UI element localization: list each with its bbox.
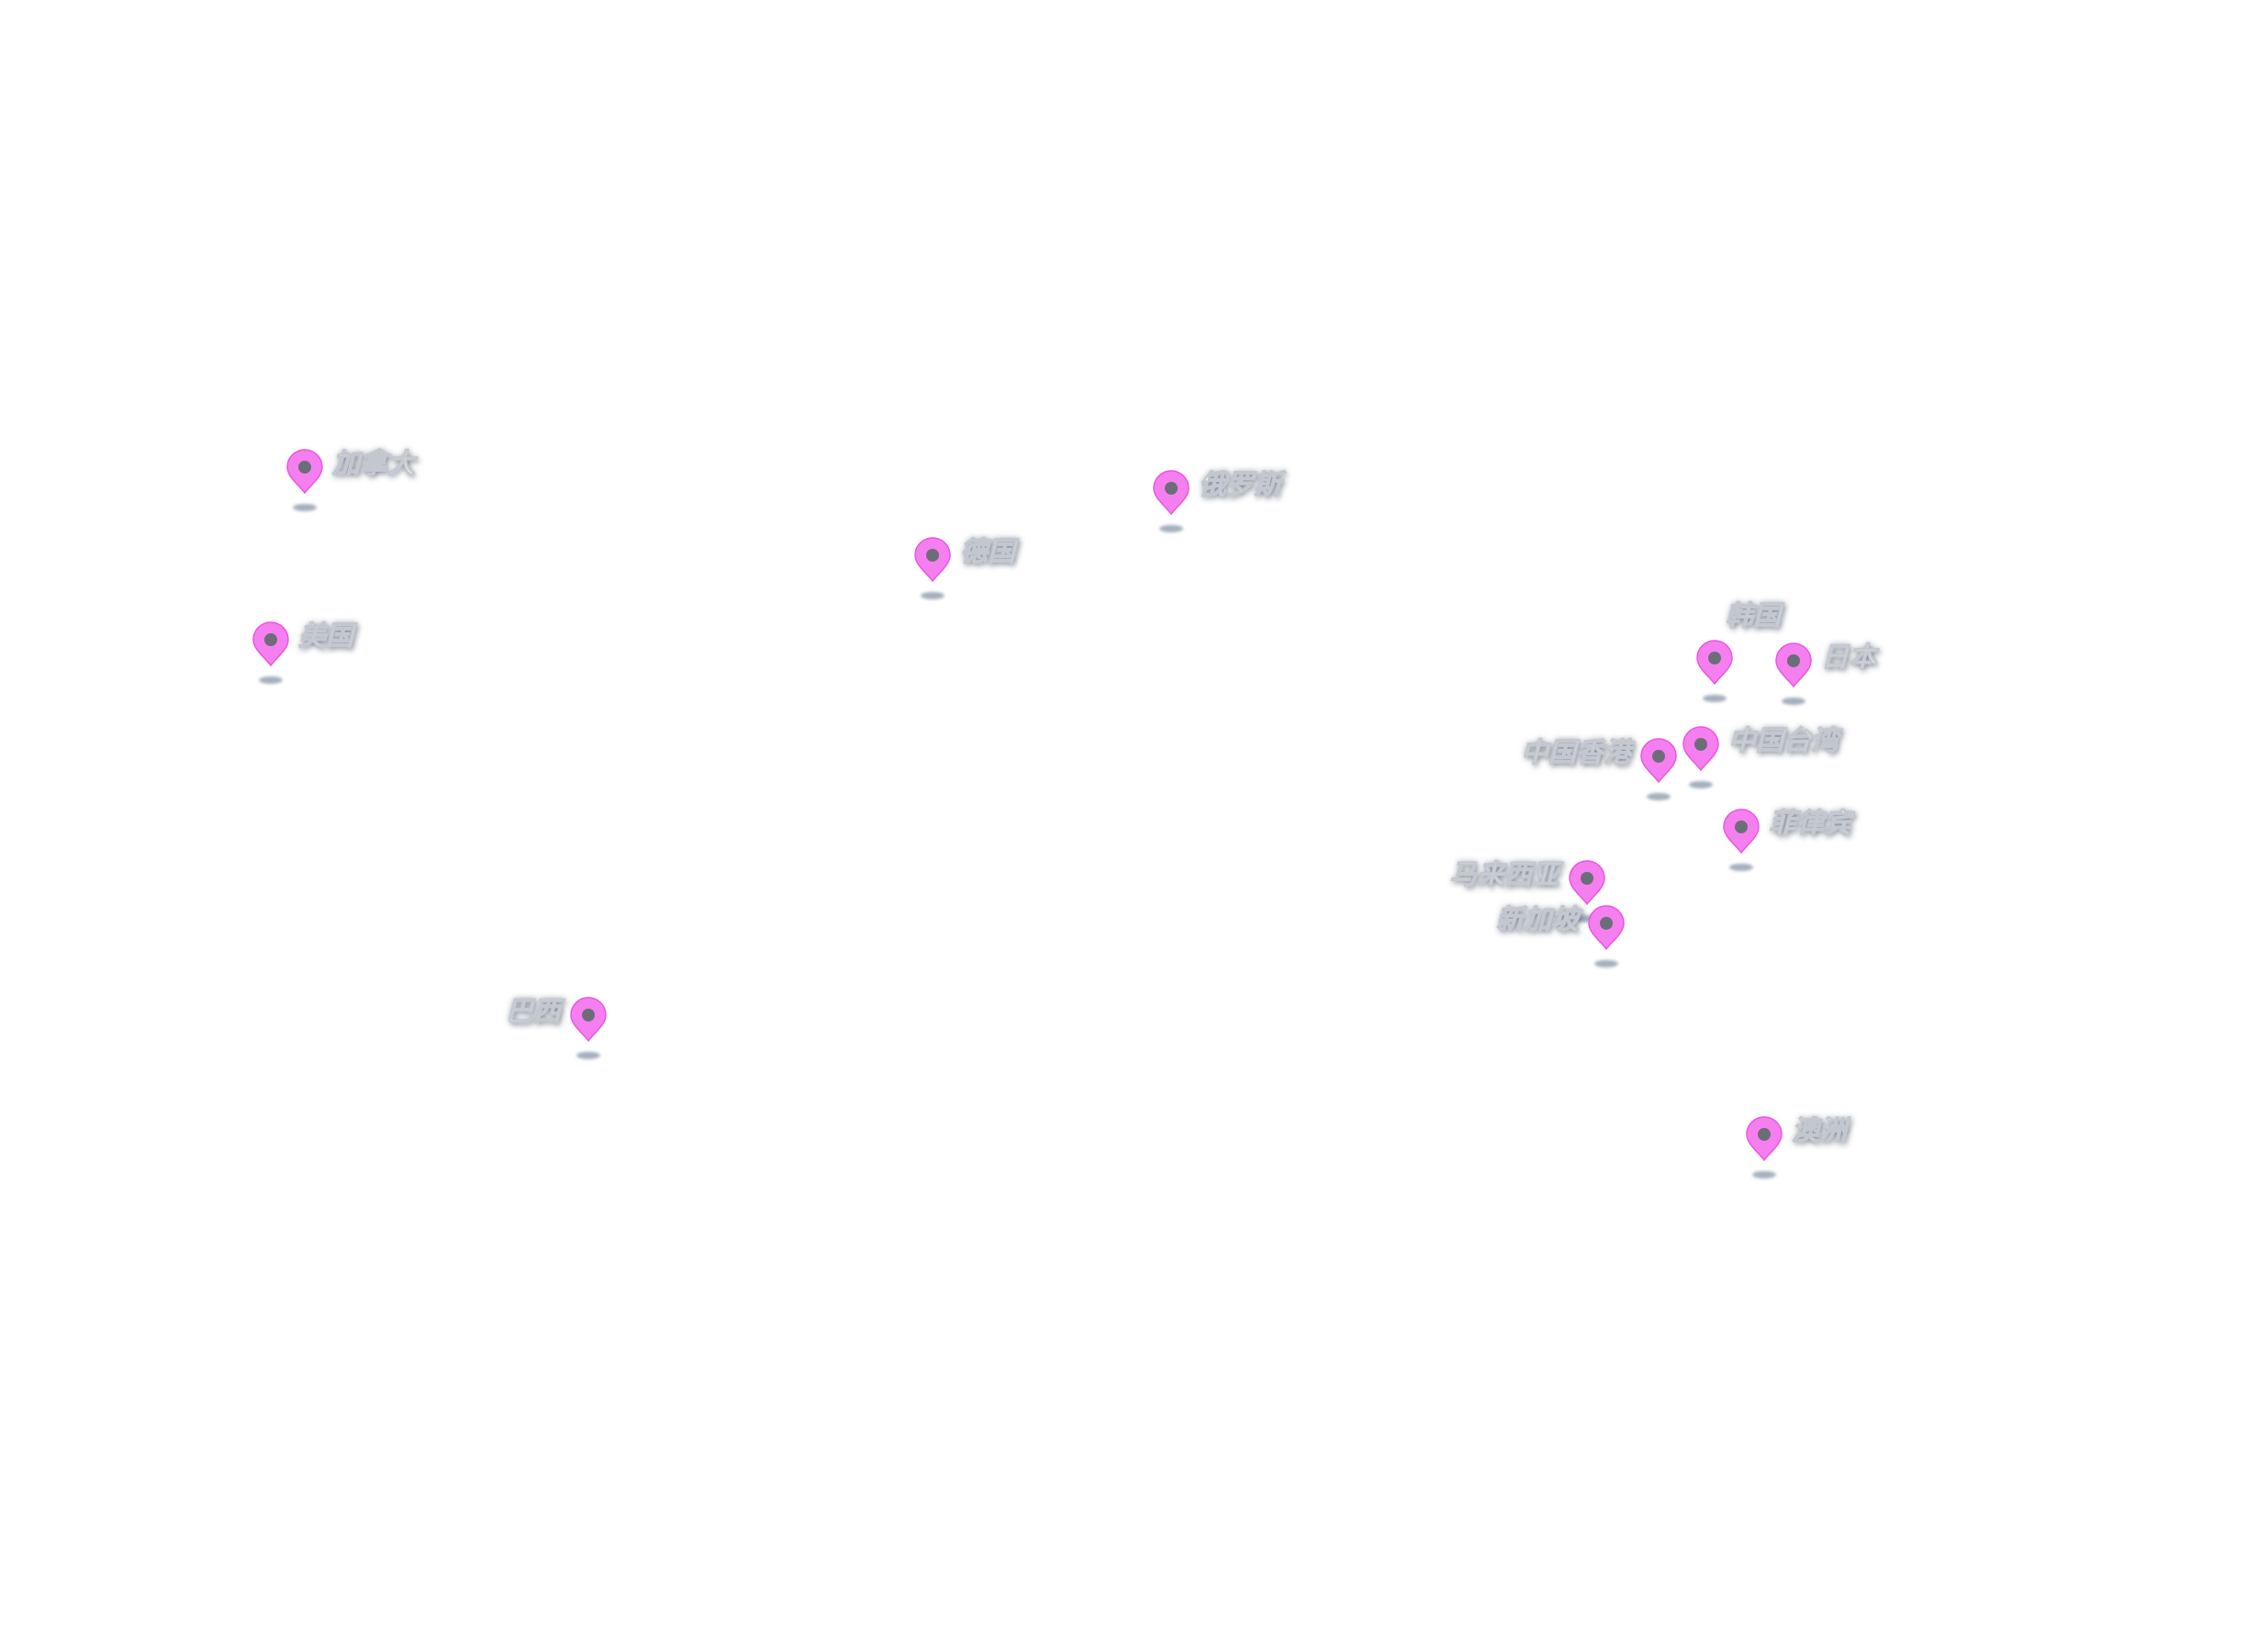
- marker-label-singapore: 新加坡: [1495, 903, 1579, 936]
- map-pin-icon: [570, 997, 607, 1043]
- marker-label-australia: 澳洲: [1791, 1114, 1847, 1147]
- pin-shadow: [1594, 960, 1618, 967]
- pin-shadow: [1647, 793, 1671, 800]
- map-pin-icon: [914, 537, 951, 583]
- pin-shadow: [259, 676, 283, 684]
- pin-shadow: [293, 504, 317, 511]
- pin-shadow: [1159, 525, 1183, 532]
- marker-label-malaysia: 马来西亚: [1448, 858, 1559, 891]
- pin-shadow: [1575, 915, 1599, 922]
- pin-shadow: [1729, 864, 1753, 871]
- map-pin-icon: [1640, 738, 1677, 784]
- pin-shadow: [1703, 695, 1727, 702]
- marker-label-canada: 加拿大: [331, 447, 415, 480]
- pin-shadow: [1752, 1171, 1776, 1178]
- marker-label-philippines: 菲律宾: [1768, 807, 1851, 840]
- map-pin-icon: [252, 621, 289, 667]
- map-pin-icon: [1588, 905, 1625, 951]
- map-pin-icon: [1723, 809, 1760, 854]
- marker-label-brazil: 巴西: [505, 995, 561, 1028]
- map-pin-icon: [1696, 640, 1733, 686]
- marker-label-japan: 日本: [1820, 641, 1876, 674]
- map-pin-icon: [286, 449, 323, 495]
- map-pin-icon: [1746, 1116, 1783, 1162]
- marker-label-korea: 韩国: [1725, 599, 1781, 632]
- map-pin-icon: [1569, 860, 1605, 906]
- pin-shadow: [576, 1052, 600, 1059]
- marker-label-germany: 德国: [959, 535, 1015, 568]
- marker-label-russia: 俄罗斯: [1198, 468, 1281, 501]
- marker-label-hongkong: 中国香港: [1520, 736, 1631, 769]
- pin-shadow: [1782, 698, 1805, 705]
- marker-label-taiwan: 中国台湾: [1727, 724, 1839, 757]
- map-pin-icon: [1775, 642, 1812, 688]
- pin-shadow: [921, 592, 945, 599]
- pin-shadow: [1689, 781, 1713, 788]
- map-pin-icon: [1682, 726, 1719, 772]
- map-pin-icon: [1153, 470, 1190, 516]
- marker-label-usa: 美国: [297, 620, 353, 653]
